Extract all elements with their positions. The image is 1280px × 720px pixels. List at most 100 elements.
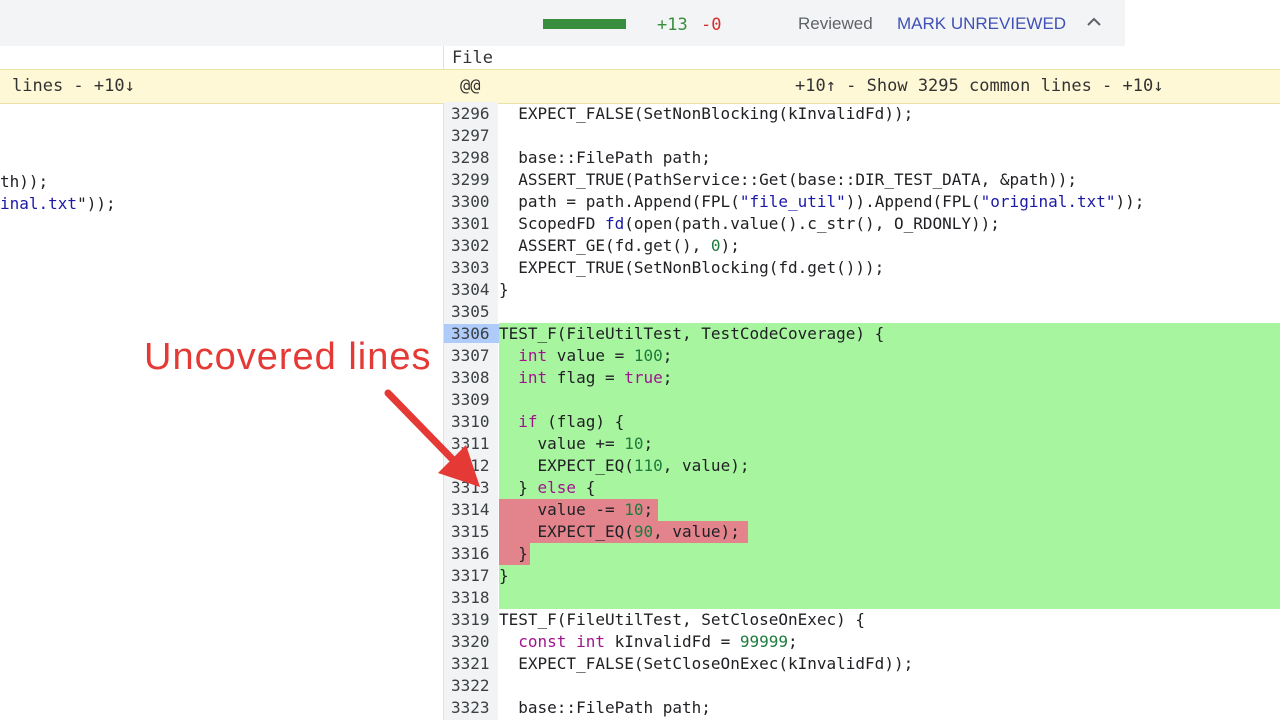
line-number[interactable]: 3322 [451,676,490,695]
code-line-uncovered: 3314 value -= 10; [0,499,1280,521]
code-line: 3319 TEST_F(FileUtilTest, SetCloseOnExec… [0,609,1280,631]
line-code: if (flag) { [518,412,625,431]
uncovered-line-highlight [499,499,658,521]
code-line: 3310 if (flag) { [0,411,1280,433]
coverage-bar [543,19,626,29]
line-code: ASSERT_GE(fd.get(), 0); [499,236,740,255]
reviewed-label: Reviewed [798,14,873,33]
uncovered-line-highlight [499,543,530,565]
line-number[interactable]: 3303 [451,258,490,277]
mark-unreviewed-button[interactable]: MARK UNREVIEWED [897,14,1067,33]
line-code: EXPECT_EQ(110, value); [499,456,750,475]
covered-region [499,323,1280,609]
common-lines-banner: lines - +10↓ @@ +10↑ - Show 3295 common … [0,69,1280,104]
line-code: int flag = true; [518,368,673,387]
code-line: 3296 EXPECT_FALSE(SetNonBlocking(kInvali… [0,103,1280,125]
line-code: path = path.Append(FPL("file_util")).App… [499,192,1145,211]
line-number[interactable]: 3315 [451,522,490,541]
line-number[interactable]: 3317 [451,566,490,585]
line-code: TEST_F(FileUtilTest, SetCloseOnExec) { [499,610,866,629]
show-common-lines-right[interactable]: +10↑ - Show 3295 common lines - +10↓ [795,76,1164,96]
left-code-line: th)); [0,172,49,191]
line-number[interactable]: 3321 [451,654,490,673]
line-code: const int kInvalidFd = 99999; [518,632,798,651]
line-number[interactable]: 3302 [451,236,490,255]
hunk-marker: @@ [460,76,481,96]
line-number[interactable]: 3300 [451,192,490,211]
uncovered-lines-annotation: Uncovered lines [144,336,432,378]
line-code: value += 10; [499,434,654,453]
line-number[interactable]: 3316 [451,544,490,563]
line-number[interactable]: 3311 [451,434,490,453]
line-number[interactable]: 3313 [451,478,490,497]
code-line: 3309 [0,389,1280,411]
code-line: 3322 [0,675,1280,697]
line-code: EXPECT_FALSE(SetNonBlocking(kInvalidFd))… [499,104,914,123]
code-line: 3306 TEST_F(FileUtilTest, TestCodeCovera… [0,323,1280,345]
code-line: 3321 EXPECT_FALSE(SetCloseOnExec(kInvali… [0,653,1280,675]
line-number[interactable]: 3310 [451,412,490,431]
line-number[interactable]: 3301 [451,214,490,233]
line-code: EXPECT_EQ(90, value); [499,522,740,541]
code-line: 3305 [0,301,1280,323]
line-code: ASSERT_TRUE(PathService::Get(base::DIR_T… [499,170,1077,189]
line-number[interactable]: 3320 [451,632,490,651]
line-number-current[interactable]: 3306 [444,324,499,343]
line-number[interactable]: 3299 [451,170,490,189]
line-number[interactable]: 3314 [451,500,490,519]
code-line: 3311 value += 10; [0,433,1280,455]
line-number[interactable]: 3305 [451,302,490,321]
line-number[interactable]: 3319 [451,610,490,629]
line-code: int value = 100; [518,346,673,365]
code-line: 3320 const int kInvalidFd = 99999; [0,631,1280,653]
removed-count: -0 [701,15,722,35]
left-code-line: inal.txt")); [0,194,116,213]
code-line: 3304 } [0,279,1280,301]
line-code: } [499,280,509,299]
code-line: 3297 [0,125,1280,147]
file-label: File [452,48,493,68]
line-code: } [499,544,528,563]
code-line: 3317 } [0,565,1280,587]
code-line: 3307 int value = 100; [0,345,1280,367]
code-line: 3301 ScopedFD fd(open(path.value().c_str… [0,213,1280,235]
line-code: } [499,566,509,585]
uncovered-line-highlight [499,521,748,543]
line-number[interactable]: 3318 [451,588,490,607]
line-number[interactable]: 3304 [451,280,490,299]
code-line: 3299 ASSERT_TRUE(PathService::Get(base::… [0,169,1280,191]
code-line: 3308 int flag = true; [0,367,1280,389]
line-number[interactable]: 3309 [451,390,490,409]
line-number[interactable]: 3323 [451,698,490,717]
diff-divider [443,46,444,720]
line-code: EXPECT_TRUE(SetNonBlocking(fd.get())); [499,258,885,277]
line-code: TEST_F(FileUtilTest, TestCodeCoverage) { [499,324,885,343]
code-line: 3318 [0,587,1280,609]
code-line: 3298 base::FilePath path; [0,147,1280,169]
line-code: EXPECT_FALSE(SetCloseOnExec(kInvalidFd))… [499,654,914,673]
chevron-up-icon[interactable] [1084,12,1104,32]
line-number-gutter [444,102,498,720]
code-line: 3300 path = path.Append(FPL("file_util")… [0,191,1280,213]
line-number[interactable]: 3296 [451,104,490,123]
code-line: 3312 EXPECT_EQ(110, value); [0,455,1280,477]
line-code: value -= 10; [499,500,654,519]
added-count: +13 [657,15,688,35]
line-code: base::FilePath path; [499,148,711,167]
arrow-icon [384,389,480,487]
line-code: } else { [499,478,596,497]
code-line: 3303 EXPECT_TRUE(SetNonBlocking(fd.get()… [0,257,1280,279]
code-line: 3323 base::FilePath path; [0,697,1280,719]
file-header: +13 -0 Reviewed MARK UNREVIEWED [0,0,1125,47]
line-code: base::FilePath path; [499,698,711,717]
code-line: 3313 } else { [0,477,1280,499]
line-number[interactable]: 3298 [451,148,490,167]
show-common-lines-left[interactable]: lines - +10↓ [12,76,135,96]
code-line-uncovered: 3315 EXPECT_EQ(90, value); [0,521,1280,543]
file-row [0,46,1280,68]
line-number[interactable]: 3297 [451,126,490,145]
line-number[interactable]: 3308 [451,368,490,387]
code-line-uncovered: 3316 } [0,543,1280,565]
code-line: 3302 ASSERT_GE(fd.get(), 0); [0,235,1280,257]
line-number[interactable]: 3307 [451,346,490,365]
